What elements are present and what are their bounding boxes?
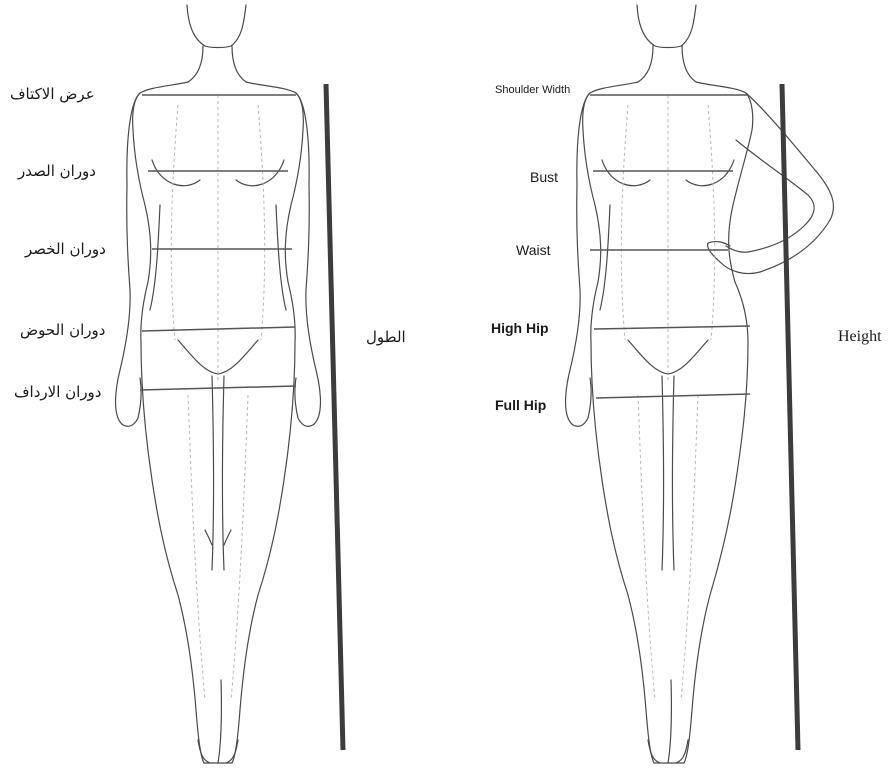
right-label-high-hip: High Hip (491, 321, 549, 335)
left-label-bust: دوران الصدر (18, 164, 96, 179)
left-label-shoulder-width: عرض الاكتاف (10, 87, 95, 102)
left-height-bar (326, 84, 343, 750)
right-label-height: Height (838, 329, 882, 345)
left-full-hip-line (140, 386, 296, 390)
right-high-hip-line (594, 326, 750, 329)
left-label-high-hip: دوران الحوض (20, 323, 105, 338)
right-height-bar (782, 84, 798, 750)
right-label-waist: Waist (516, 243, 550, 257)
right-label-bust: Bust (530, 170, 558, 184)
right-label-shoulder-width: Shoulder Width (495, 85, 570, 96)
left-label-full-hip: دوران الارداف (14, 385, 101, 400)
right-label-full-hip: Full Hip (495, 398, 546, 412)
left-body-figure (116, 5, 321, 763)
left-label-height: الطول (366, 330, 406, 345)
left-label-waist: دوران الخصر (25, 242, 106, 257)
